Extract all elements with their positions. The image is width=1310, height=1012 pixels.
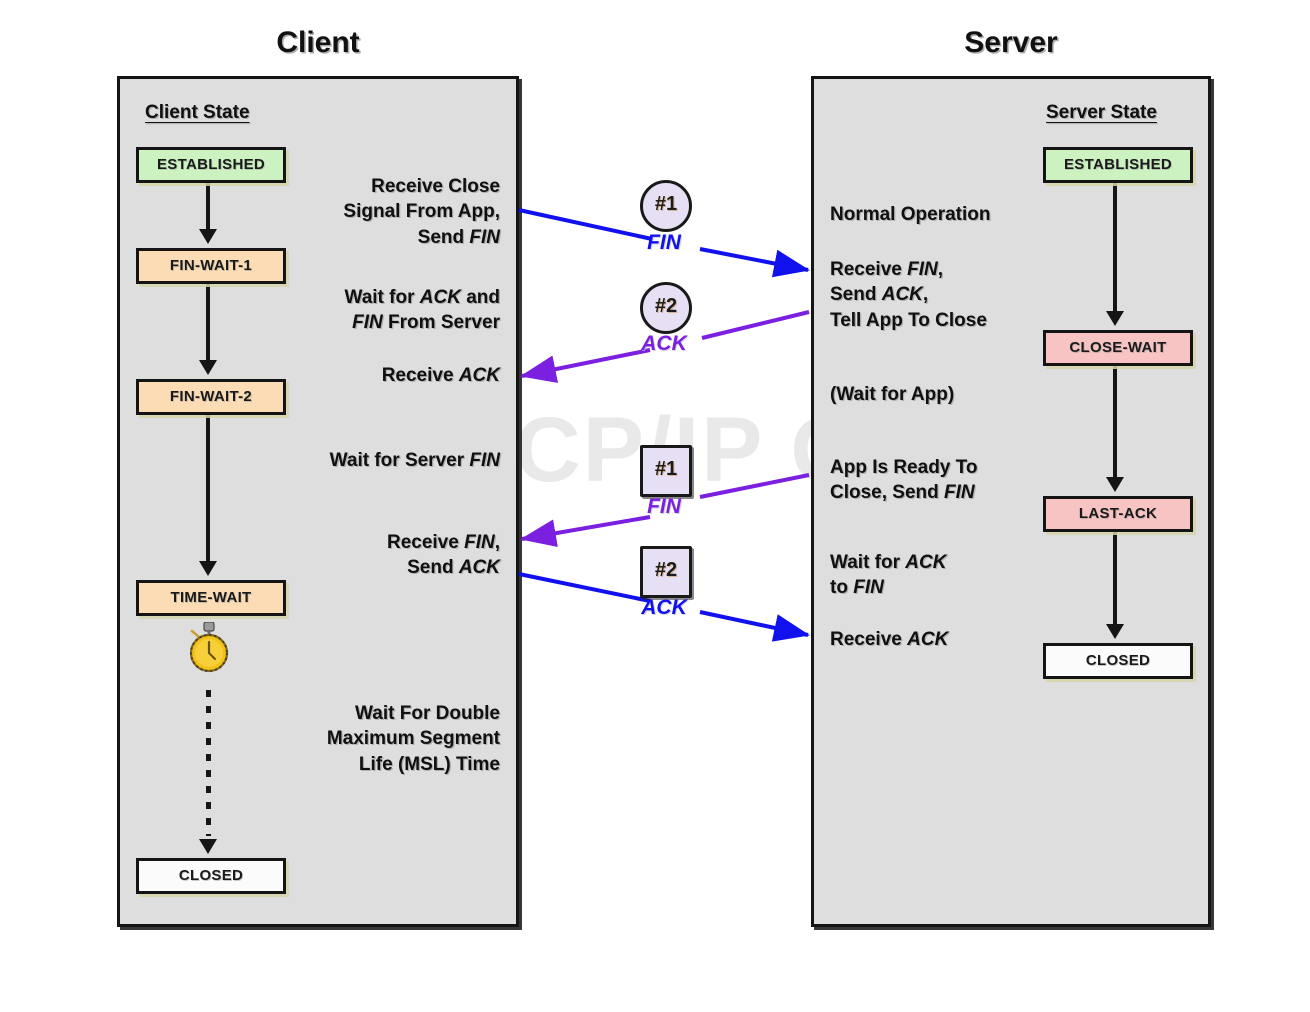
server-column-title: Server: [964, 26, 1058, 59]
server-note-receive-ack: Receive ACK: [830, 629, 949, 650]
message-label-fin-2: FIN: [647, 495, 681, 518]
server-state-close-wait: CLOSE-WAIT: [1043, 330, 1193, 366]
server-state-closed: CLOSED: [1043, 643, 1193, 679]
client-state-time-wait: TIME-WAIT: [136, 580, 286, 616]
client-state-closed: CLOSED: [136, 858, 286, 894]
server-arrow-lastack-to-closed: [1102, 531, 1128, 639]
server-arrow-closewait-to-lastack: [1102, 365, 1128, 492]
stopwatch-icon: [189, 622, 229, 673]
client-note-receive-ack: Receive ACK: [381, 365, 500, 386]
server-note-normal-operation: Normal Operation: [830, 204, 991, 225]
server-note-receive-fin-send-ack: Receive FIN,Send ACK,Tell App To Close: [830, 259, 987, 331]
client-arrow-established-to-finwait1: [195, 182, 221, 244]
client-note-receive-fin-send-ack: Receive FIN,Send ACK: [386, 532, 500, 579]
message-badge-2-ack: #2: [640, 282, 692, 334]
client-state-fin-wait-2: FIN-WAIT-2: [136, 379, 286, 415]
client-state-fin-wait-1: FIN-WAIT-1: [136, 248, 286, 284]
message-badge-3-fin: #1: [640, 445, 692, 497]
server-arrow-established-to-closewait: [1102, 182, 1128, 326]
message-label-ack-1: ACK: [641, 332, 687, 355]
message-label-fin-1: FIN: [647, 231, 681, 254]
client-state-heading: Client State: [145, 102, 250, 123]
message-label-ack-2: ACK: [641, 596, 687, 619]
message-badge-4-ack: #2: [640, 546, 692, 598]
client-panel: [117, 76, 519, 927]
server-state-heading: Server State: [1046, 102, 1157, 123]
client-state-established: ESTABLISHED: [136, 147, 286, 183]
client-dotted-arrow-timewait-to-closed: [196, 690, 220, 854]
client-column-title: Client: [276, 26, 360, 59]
client-arrow-finwait2-to-timewait: [195, 414, 221, 576]
server-state-established: ESTABLISHED: [1043, 147, 1193, 183]
client-arrow-finwait1-to-finwait2: [195, 283, 221, 375]
server-state-last-ack: LAST-ACK: [1043, 496, 1193, 532]
message-badge-1-fin: #1: [640, 180, 692, 232]
client-note-wait-for-server-fin: Wait for Server FIN: [329, 450, 500, 471]
server-note-wait-for-app: (Wait for App): [830, 384, 955, 405]
